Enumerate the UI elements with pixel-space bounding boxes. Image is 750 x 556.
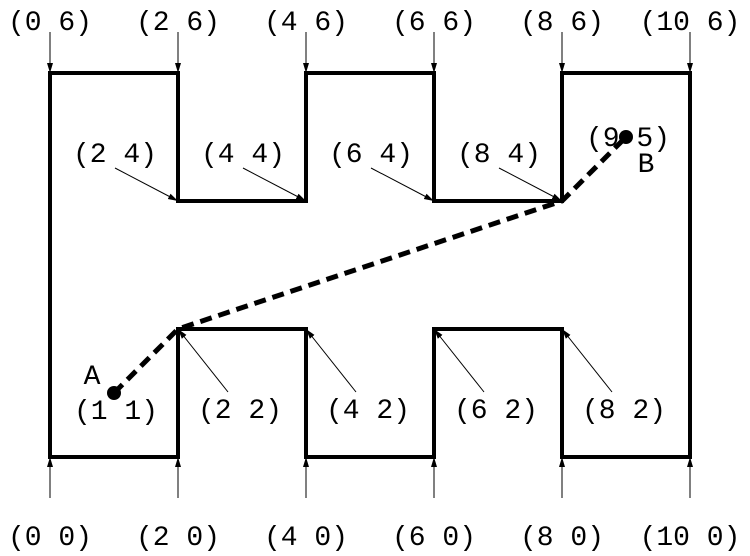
vertex-label: (4 0) — [264, 523, 348, 554]
point-a-coord-label: (1 1) — [74, 397, 158, 428]
label-arrow — [114, 167, 179, 202]
vertex-label: (6 0) — [392, 523, 476, 554]
vertex-label: (2 6) — [136, 8, 220, 39]
point-b-label: B — [638, 150, 655, 181]
vertex-label: (10 0) — [640, 523, 741, 554]
label-arrow — [370, 167, 435, 202]
vertex-label: (10 6) — [640, 8, 741, 39]
vertex-label: (8 2) — [582, 396, 666, 427]
point-a-dot — [107, 386, 121, 400]
vertex-label: (8 6) — [520, 8, 604, 39]
vertex-label: (2 0) — [136, 523, 220, 554]
vertex-label: (6 6) — [392, 8, 476, 39]
shortest-path — [112, 135, 628, 395]
vertex-label: (0 6) — [8, 8, 92, 39]
label-arrows — [47, 32, 693, 498]
label-arrow — [242, 167, 307, 202]
label-arrow — [177, 328, 229, 393]
vertex-label: (6 4) — [329, 140, 413, 171]
point-b-dot — [619, 130, 633, 144]
label-arrow — [498, 167, 563, 202]
vertex-label: (6 2) — [454, 396, 538, 427]
vertex-label: (4 4) — [201, 140, 285, 171]
point-a-label: A — [84, 362, 101, 393]
point-b-coord-label: (9 5) — [586, 124, 670, 155]
vertex-label: (4 6) — [264, 8, 348, 39]
vertex-labels: (0 6) (2 6) (4 6) (6 6) (8 6) (10 6) (0 0) (2 0… — [8, 8, 740, 554]
vertex-label: (0 0) — [8, 523, 92, 554]
label-arrow — [305, 328, 357, 393]
vertex-label: (2 4) — [73, 140, 157, 171]
vertex-label: (2 2) — [198, 396, 282, 427]
label-arrow — [433, 328, 485, 393]
label-arrow — [561, 328, 613, 393]
vertex-label: (8 0) — [520, 523, 604, 554]
vertex-label: (8 4) — [457, 140, 541, 171]
vertex-label: (4 2) — [326, 396, 410, 427]
